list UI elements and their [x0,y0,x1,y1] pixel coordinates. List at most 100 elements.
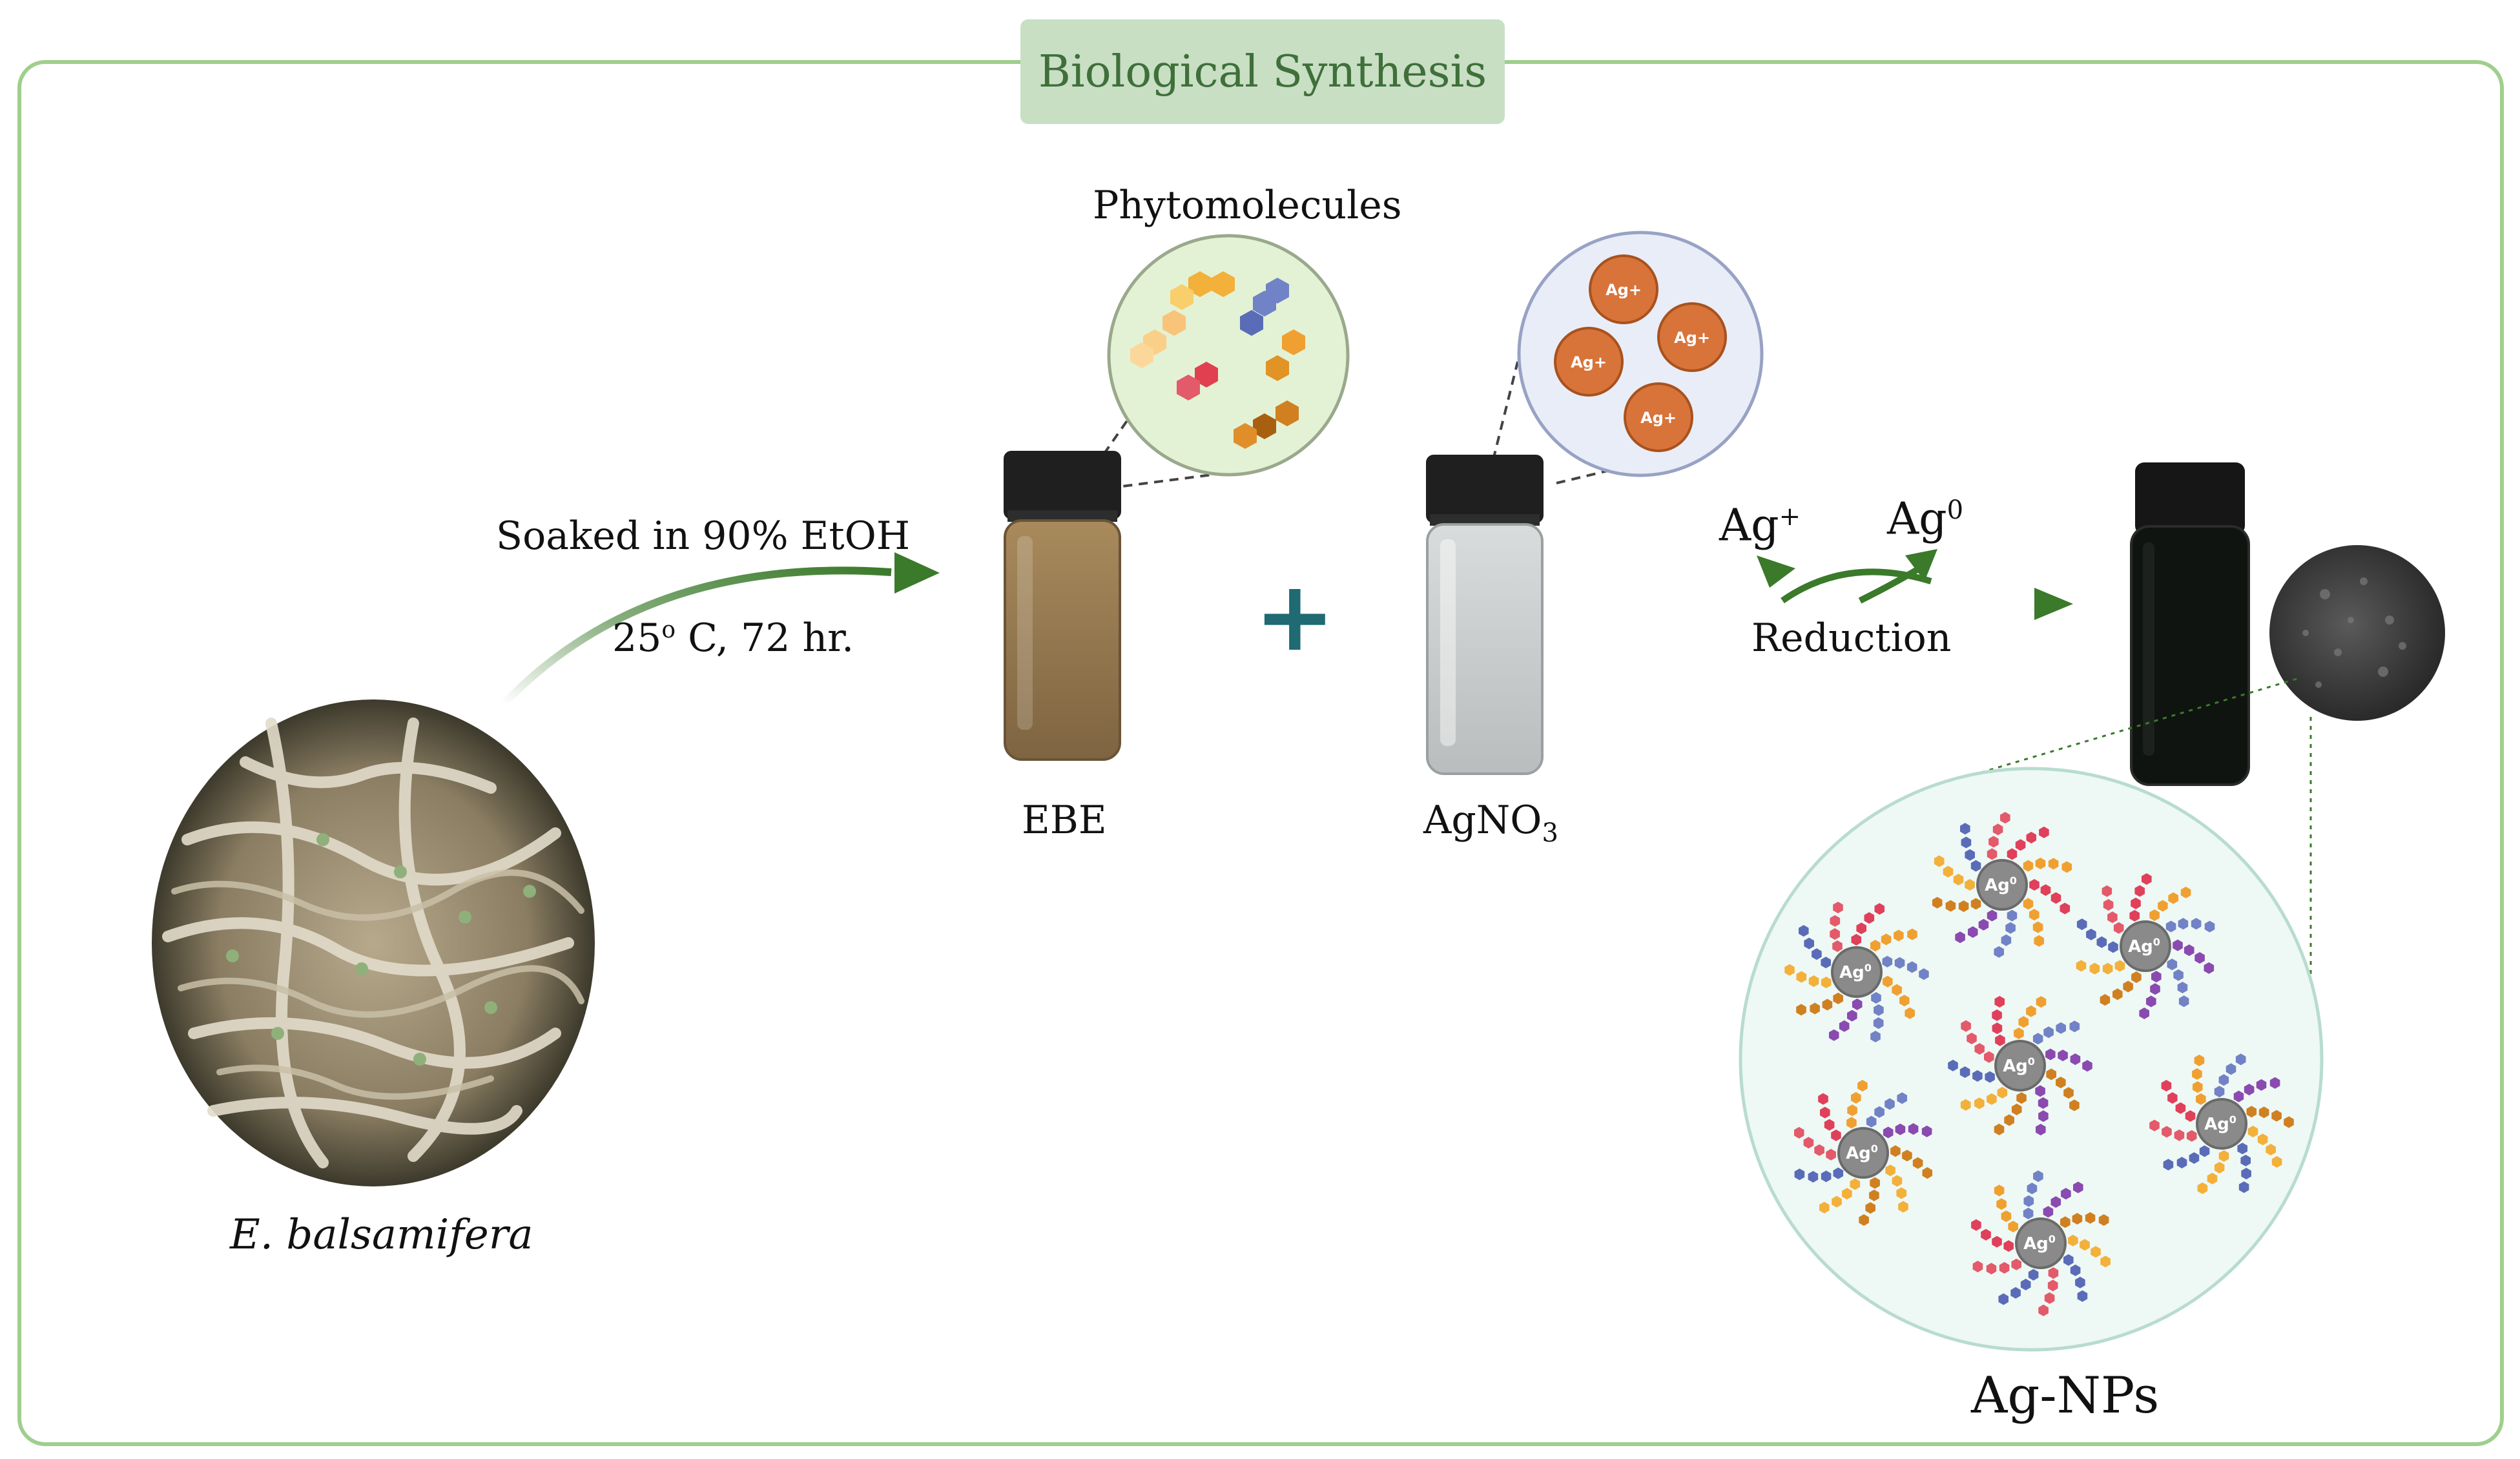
capping-molecule [2244,1084,2255,1095]
capping-molecule [2015,839,2026,851]
svg-text:Ag+: Ag+ [1571,353,1607,371]
capping-molecule [1833,992,1843,1004]
capping-molecule [1984,1051,1994,1063]
capping-molecule [2191,918,2202,930]
capping-molecule [2173,939,2183,951]
capping-molecule [2162,1126,2172,1138]
capping-molecule [1970,898,1981,910]
capping-molecule [1971,1219,1981,1231]
capping-molecule [1812,948,1822,960]
capping-molecule [1970,860,1981,872]
capping-molecule [2076,960,2087,972]
capping-molecule [2038,1097,2049,1109]
capping-molecule [1968,926,1978,938]
capping-molecule [1974,1097,1985,1110]
capping-molecule [1960,1099,1971,1111]
capping-molecule [1919,968,1929,980]
capping-molecule [1850,1178,1861,1190]
capping-molecule [2184,944,2195,957]
capping-molecule [2167,1092,2178,1104]
capping-molecule [2233,1090,2244,1102]
capping-molecule [2100,1256,2111,1268]
capping-molecule [1994,996,2005,1008]
capping-molecule [2070,1053,2081,1065]
capping-molecule [1830,915,1841,927]
capping-molecule [2197,1182,2208,1194]
capping-molecule [2063,1254,2074,1266]
capping-molecule [1831,1129,1841,1141]
nanoparticle: Ag0 [2076,873,2215,1019]
capping-molecule [1833,902,1843,914]
capping-molecule [1892,1175,1903,1187]
capping-molecule [1883,975,1893,988]
capping-molecule [1965,879,1975,891]
capping-molecule [1896,1187,1906,1199]
capping-molecule [1987,909,1998,922]
soak-arrow-curve [501,566,892,707]
capping-molecule [1859,1214,1869,1226]
capping-molecule [2011,1103,2022,1115]
capping-molecule [1851,934,1862,946]
capping-molecule [1869,1189,1879,1201]
capping-molecule [2060,1216,2071,1228]
capping-molecule [2271,1110,2282,1122]
capping-molecule [2039,826,2049,838]
capping-molecule [2195,952,2205,964]
capping-molecule [1852,999,1863,1010]
capping-molecule [1866,1115,1877,1128]
reduction-arrow [1595,549,2073,620]
capping-molecule [1934,855,1945,867]
capping-molecule [1955,931,1965,944]
capping-molecule [1894,957,1905,969]
capping-molecule [2080,1239,2090,1251]
capping-molecule [2113,922,2124,934]
capping-molecule [2103,899,2114,911]
capping-molecule [1874,1004,1884,1016]
capping-molecule [1874,903,1885,915]
capping-molecule [2096,936,2107,948]
capping-molecule [1974,1043,1985,1055]
capping-molecule [1810,1002,1820,1015]
capping-molecule [1998,1293,2009,1305]
capping-molecule [1796,1004,1806,1016]
capping-molecule [1978,918,1989,931]
capping-molecule [2043,1026,2054,1039]
capping-molecule [2163,1159,2174,1171]
capping-molecule [2174,1129,2185,1141]
capping-molecule [1857,1080,1868,1092]
capping-molecule [2000,812,2010,824]
capping-molecule [2108,941,2118,953]
capping-molecule [2176,1157,2187,1169]
agnp-vial [2130,462,2250,786]
capping-molecule [1881,933,1892,946]
capping-molecule [2167,958,2178,971]
capping-molecule [1832,940,1843,952]
capping-molecule [2149,1119,2160,1132]
capping-molecule [1898,1201,1908,1213]
capping-molecule [2131,897,2141,909]
capping-molecule [2032,921,2043,933]
capping-molecule [2150,983,2160,995]
capping-molecule [2204,920,2215,933]
capping-molecule [2034,935,2044,947]
capping-molecule [2073,1181,2083,1194]
nanoparticle: Ag0 [1948,996,2092,1135]
capping-molecule [2180,886,2191,898]
capping-molecule [2257,1133,2268,1146]
title-box: Biological Synthesis [1020,19,1505,124]
capping-molecule [2134,885,2145,897]
plant-label: E. balsamifera [230,1211,533,1259]
capping-molecule [2226,1063,2236,1075]
capping-molecule [1994,1123,2005,1135]
capping-molecule [2102,885,2112,897]
plus-sign: + [1254,561,1336,673]
capping-molecule [2266,1144,2276,1155]
capping-molecule [1784,964,1795,976]
capping-molecule [1908,1123,1919,1135]
capping-molecule [2007,909,2018,922]
capping-molecule [1873,1017,1884,1030]
capping-molecule [2069,1099,2080,1112]
capping-molecule [2218,1150,2229,1162]
